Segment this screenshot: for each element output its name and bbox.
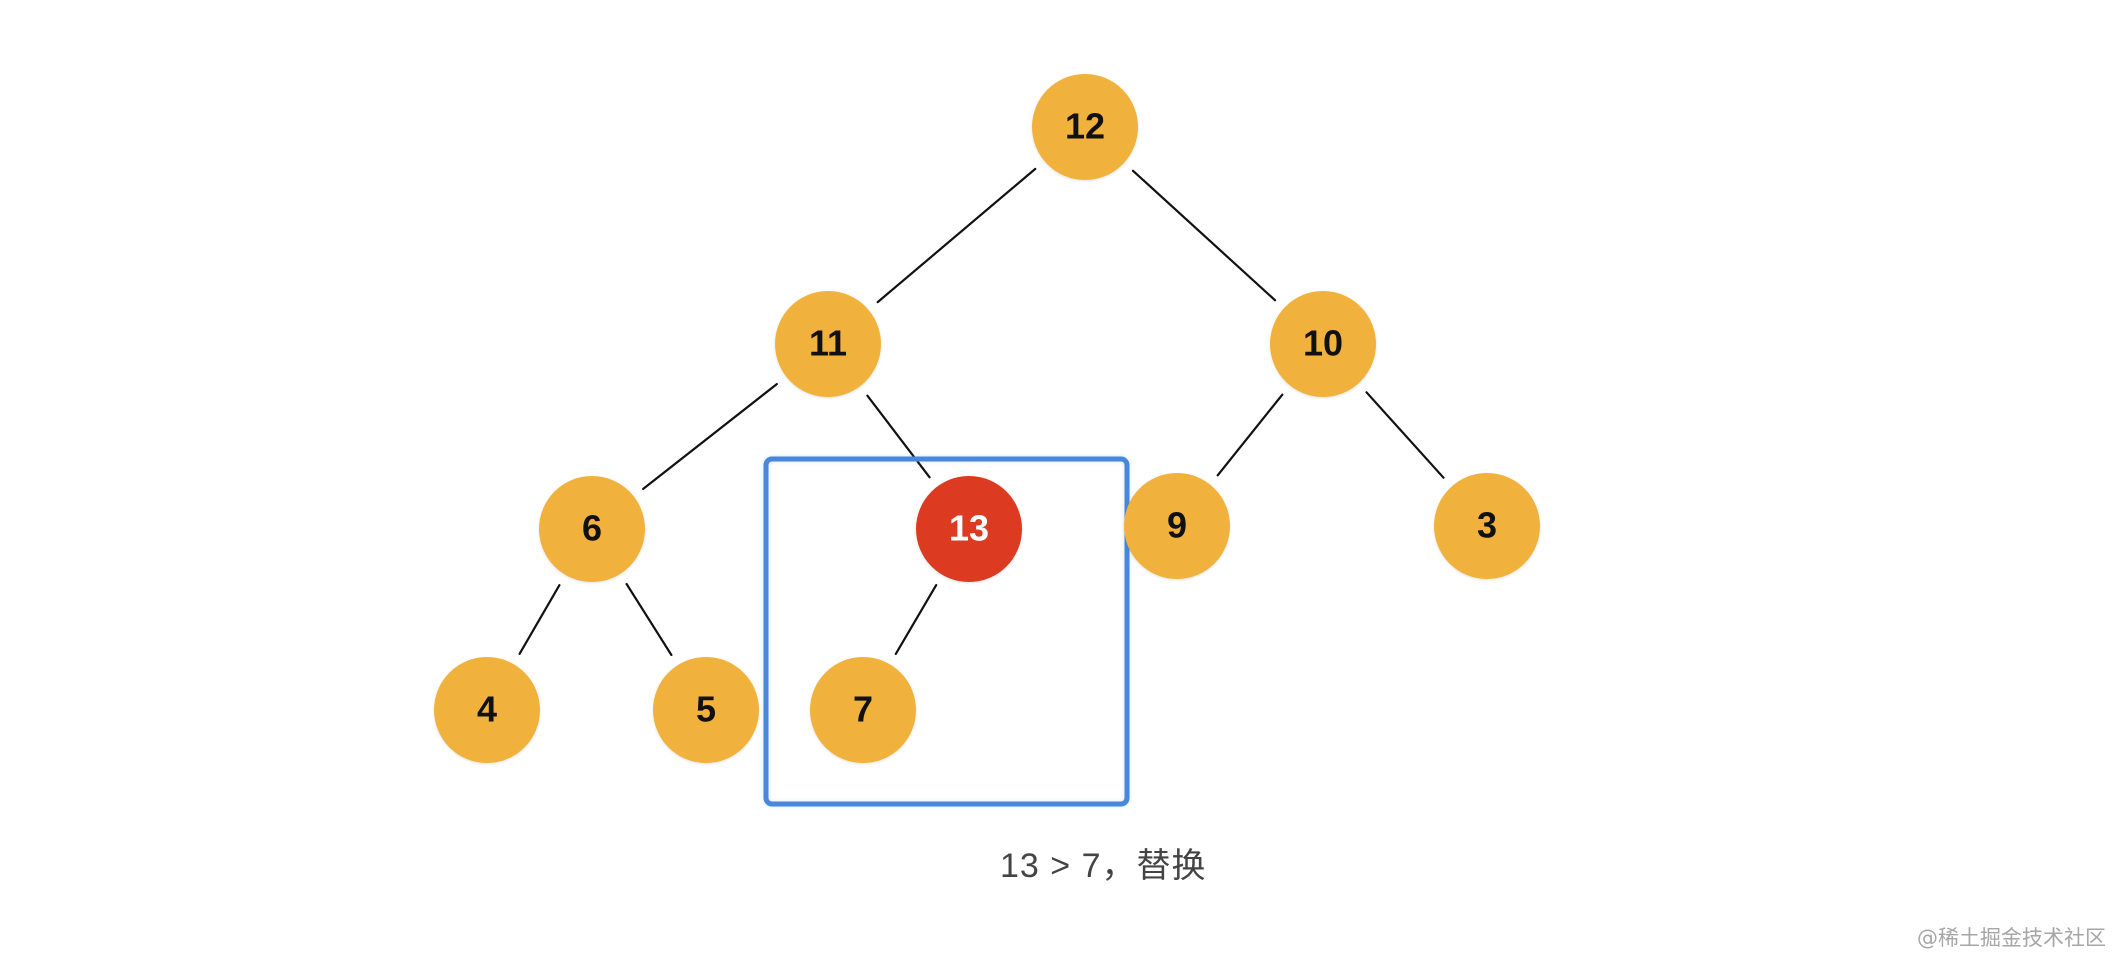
- node-label-9: 9: [1167, 505, 1187, 546]
- node-label-10: 10: [1303, 323, 1343, 364]
- tree-node-9: 9: [1124, 473, 1230, 579]
- edge-n11-n13: [866, 394, 931, 479]
- node-circle-4: [434, 657, 540, 763]
- step-caption: 13 > 7，替换: [1000, 847, 1207, 885]
- node-label-12: 12: [1065, 106, 1105, 147]
- tree-node-12: 12: [1032, 74, 1138, 180]
- tree-node-11: 11: [775, 291, 881, 397]
- node-circle-6: [539, 476, 645, 582]
- node-label-4: 4: [477, 689, 497, 730]
- node-circle-9: [1124, 473, 1230, 579]
- edge-n6-n5: [625, 582, 673, 657]
- node-circle-5: [653, 657, 759, 763]
- node-circle-7: [810, 657, 916, 763]
- node-label-7: 7: [853, 689, 873, 730]
- edge-n11-n6: [642, 383, 778, 490]
- tree-edges: [518, 167, 1445, 657]
- edge-n12-n10: [1131, 169, 1277, 302]
- tree-node-5: 5: [653, 657, 759, 763]
- tree-node-3: 3: [1434, 473, 1540, 579]
- edge-n6-n4: [518, 584, 561, 655]
- tree-nodes: 12 11 10 6 13 9 3 4 5 7: [434, 74, 1540, 763]
- highlight-box: [763, 456, 1130, 807]
- node-label-13: 13: [949, 508, 989, 549]
- tree-node-10: 10: [1270, 291, 1376, 397]
- edge-n12-n11: [876, 167, 1037, 304]
- node-circle-10: [1270, 291, 1376, 397]
- node-circle-11: [775, 291, 881, 397]
- node-circle-13: [916, 476, 1022, 582]
- watermark-text: @稀土掘金技术社区: [1917, 926, 2106, 950]
- tree-node-7: 7: [810, 657, 916, 763]
- node-label-3: 3: [1477, 505, 1497, 546]
- tree-node-6: 6: [539, 476, 645, 582]
- tree-node-4: 4: [434, 657, 540, 763]
- node-label-11: 11: [809, 323, 847, 364]
- node-circle-3: [1434, 473, 1540, 579]
- node-label-6: 6: [582, 508, 602, 549]
- node-label-5: 5: [696, 689, 716, 730]
- edge-n10-n3: [1365, 391, 1445, 479]
- node-circle-12: [1032, 74, 1138, 180]
- edge-n13-n7: [894, 583, 938, 656]
- tree-node-13: 13: [916, 476, 1022, 582]
- edge-n10-n9: [1216, 393, 1284, 477]
